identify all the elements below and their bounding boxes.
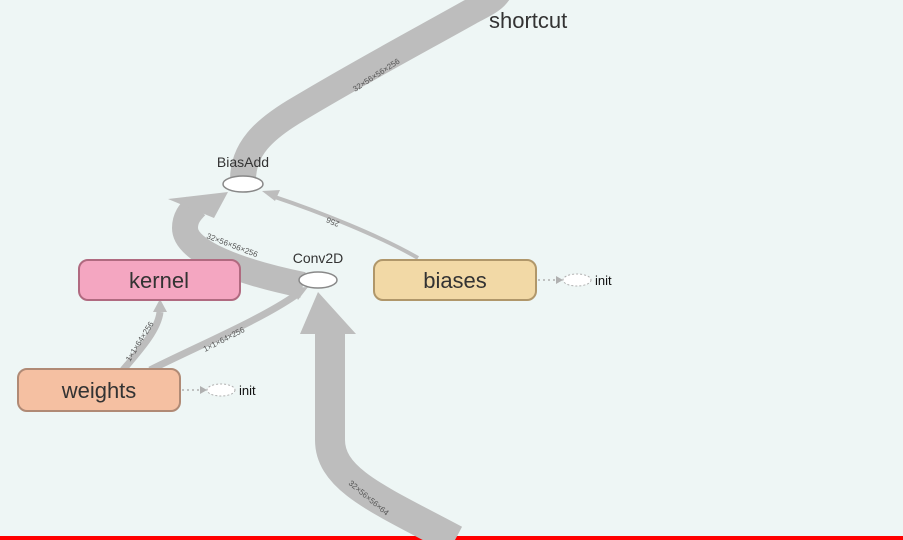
- edge-label-weights-to-kernel: 1×1×64×256: [124, 320, 156, 364]
- node-box-kernel[interactable]: [78, 259, 241, 301]
- arrowhead: [300, 292, 356, 334]
- group-title-shortcut[interactable]: shortcut: [489, 8, 567, 33]
- arrowhead: [292, 287, 308, 300]
- node-biases[interactable]: biases: [373, 259, 537, 301]
- op-ellipse-biasadd[interactable]: [222, 175, 264, 193]
- init-label-weights: init: [239, 383, 256, 398]
- op-ellipse-conv2d[interactable]: [298, 271, 338, 289]
- edge-weights-to-kernel: 1×1×64×256: [120, 299, 167, 373]
- op-node-biasadd[interactable]: BiasAdd: [217, 154, 269, 193]
- node-weights[interactable]: weights: [17, 368, 181, 412]
- node-kernel[interactable]: kernel: [78, 259, 241, 301]
- edge-output: 32×56×56×256: [230, 0, 510, 181]
- init-label-biases: init: [595, 273, 612, 288]
- edge-weights-init: [182, 386, 207, 394]
- arrowhead: [153, 299, 167, 312]
- node-label-weights: weights: [61, 378, 137, 403]
- node-weights-init[interactable]: init: [206, 383, 256, 398]
- op-label-conv2d: Conv2D: [293, 250, 344, 266]
- edge-conv-to-biasadd: 32×56×56×256: [168, 192, 306, 298]
- arrowhead: [262, 190, 280, 201]
- node-biases-init[interactable]: init: [562, 273, 612, 288]
- arrowhead: [168, 192, 228, 218]
- init-ellipse-biases[interactable]: [562, 273, 592, 287]
- node-label-kernel: kernel: [129, 268, 189, 293]
- node-box-biases[interactable]: [373, 259, 537, 301]
- edge-biases-init: [538, 276, 563, 284]
- op-node-conv2d[interactable]: Conv2D: [293, 250, 344, 289]
- op-label-biasadd: BiasAdd: [217, 154, 269, 170]
- edge-biases-to-biasadd: 256: [262, 190, 420, 260]
- init-ellipse-weights[interactable]: [206, 383, 236, 397]
- node-label-biases: biases: [423, 268, 487, 293]
- node-box-weights[interactable]: [17, 368, 181, 412]
- edge-input-to-conv: 32×56×56×64: [300, 292, 463, 540]
